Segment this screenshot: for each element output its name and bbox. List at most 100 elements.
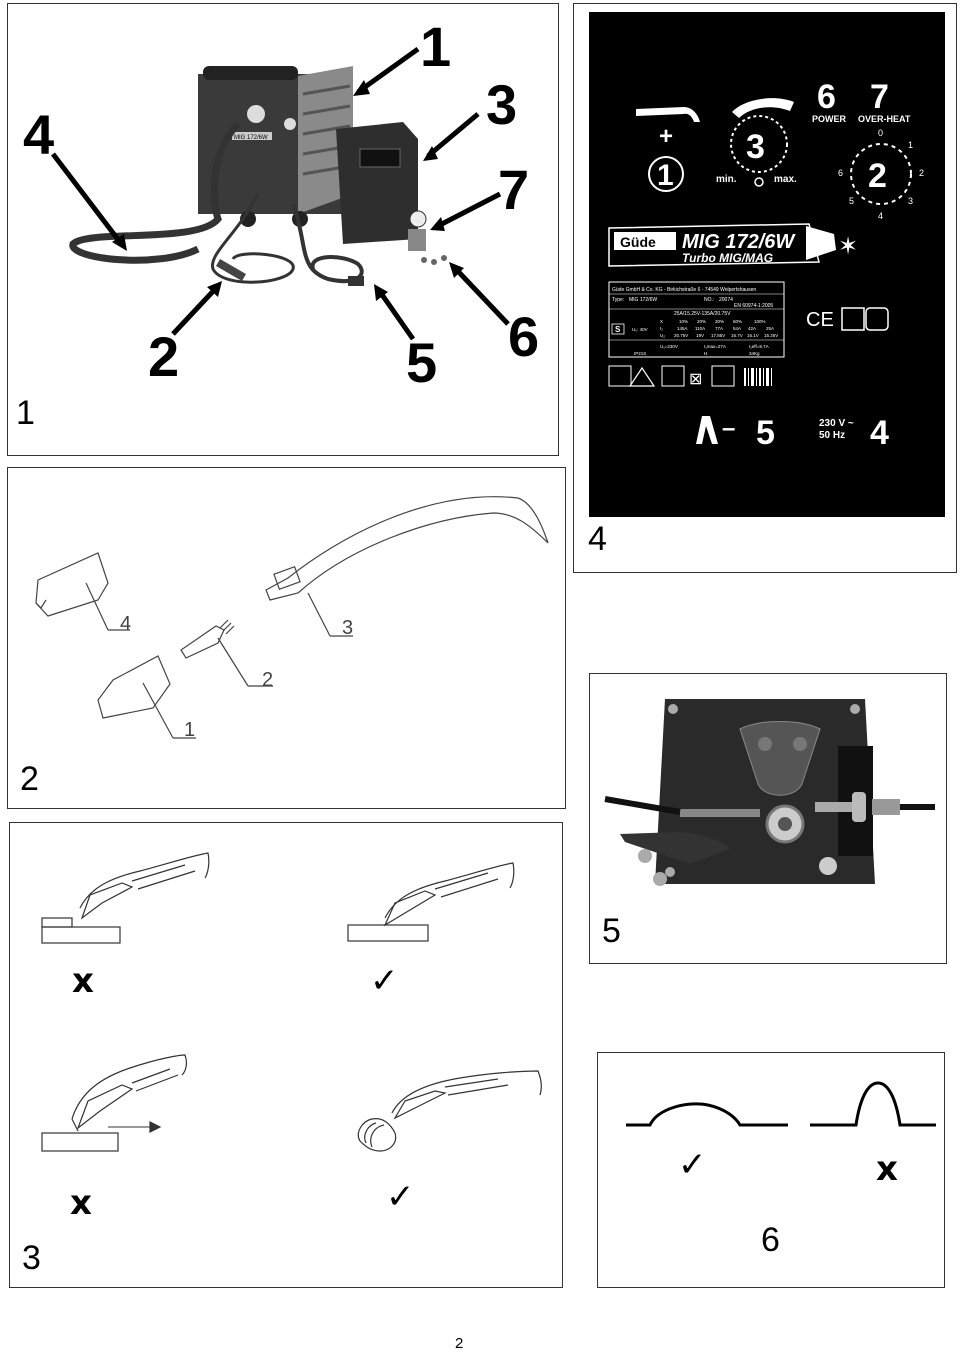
svg-text:10%: 10% [679, 319, 688, 324]
recycling-mark-icon [865, 307, 889, 331]
svg-text:I₂: I₂ [660, 326, 663, 331]
torch-position-wrong-2 [41, 1054, 188, 1152]
ground-cable [211, 193, 295, 284]
svg-text:Type:: Type: [612, 297, 624, 303]
safety-mark-icon [841, 307, 865, 331]
svg-text:1: 1 [908, 140, 913, 150]
torch-position-correct-1 [347, 862, 515, 942]
wire-speed-icon [754, 177, 764, 187]
svg-text:OVER-HEAT: OVER-HEAT [858, 114, 911, 124]
svg-text:U₂: U₂ [660, 333, 665, 338]
svg-text:min.: min. [716, 174, 737, 185]
welding-helmet [336, 122, 418, 244]
page-number: 2 [455, 1335, 464, 1352]
manual-icon [608, 365, 632, 387]
figure-5-number: 5 [602, 912, 621, 950]
figure-6-number: 6 [761, 1221, 780, 1259]
part-3-torch-neck [265, 496, 549, 601]
regulator-gauge [409, 210, 427, 228]
figure-6-weld-bead-profiles [626, 1081, 936, 1127]
part-label-4: 4 [120, 613, 131, 635]
svg-text:MIG 172/6W: MIG 172/6W [234, 135, 268, 141]
figure-4-front-panel: + 1 3 min. max. 6 POWER 7 OVER-HEAT 2 0 … [589, 12, 945, 517]
figure-2-torch-parts: 4 1 2 3 [35, 496, 549, 741]
svg-text:110A: 110A [695, 326, 705, 331]
svg-text:0: 0 [878, 128, 883, 138]
figure-3-torch-angles [41, 852, 542, 1152]
svg-text:230 V ~: 230 V ~ [819, 418, 854, 429]
svg-text:30%: 30% [715, 319, 724, 324]
figure-1-illustration: MIG 172/6W 1 2 3 [23, 15, 539, 394]
figure-6-box: ✓ x 6 [597, 1052, 945, 1288]
svg-text:7: 7 [870, 78, 889, 116]
svg-text:I₁max=27A: I₁max=27A [704, 344, 726, 349]
svg-text:19V: 19V [696, 333, 704, 338]
svg-text:50 Hz: 50 Hz [819, 430, 845, 441]
brand-logo: Güde [620, 234, 656, 250]
book-icon [661, 365, 685, 387]
svg-text:54A: 54A [733, 326, 741, 331]
torch-icon [636, 107, 700, 122]
svg-text:X: X [660, 319, 663, 324]
figure-1-number: 1 [16, 394, 35, 432]
svg-text:16.7V: 16.7V [731, 333, 743, 338]
tension-lever [620, 832, 730, 864]
mark-wrong-1: x [72, 961, 94, 1001]
ground-clamp-icon [696, 416, 718, 444]
svg-text:Güde GmbH & Co. KG - Birkichst: Güde GmbH & Co. KG - Birkichstraße 6 - 7… [612, 287, 756, 293]
svg-text:2: 2 [919, 168, 924, 178]
no-dispose-icon: ⊠ [689, 371, 702, 388]
svg-text:6: 6 [838, 168, 843, 178]
ce-mark: CE [806, 309, 834, 331]
svg-text:U₁=230V: U₁=230V [660, 344, 678, 349]
svg-text:20%: 20% [697, 319, 706, 324]
figure-3-number: 3 [22, 1239, 41, 1277]
svg-text:3: 3 [908, 196, 913, 206]
figure-2-box: 4 1 2 3 2 [7, 467, 566, 809]
knob-range-arc [732, 98, 794, 118]
svg-text:20074: 20074 [719, 297, 733, 303]
svg-text:5: 5 [756, 414, 775, 452]
svg-text:–: – [722, 415, 735, 442]
figure-1-box: MIG 172/6W 1 2 3 [7, 3, 559, 456]
svg-text:U₀: 40V: U₀: 40V [632, 327, 648, 332]
callout-6: 6 [508, 305, 539, 368]
umbrella-icon [711, 365, 735, 387]
svg-text:4: 4 [878, 211, 883, 221]
svg-text:1: 1 [657, 159, 674, 192]
torch-position-correct-2 [357, 1070, 542, 1152]
svg-text:17.85V: 17.85V [711, 333, 725, 338]
svg-text:4: 4 [870, 414, 889, 452]
callout-2: 2 [148, 325, 179, 388]
svg-text:25A: 25A [766, 326, 774, 331]
figure-2-number: 2 [20, 760, 39, 798]
figure-3-box: x ✓ x ✓ 3 [9, 822, 563, 1288]
svg-text:145A: 145A [677, 326, 688, 331]
mark-wrong-2: x [70, 1183, 92, 1223]
model-subtitle: Turbo MIG/MAG [682, 251, 773, 265]
callout-1: 1 [420, 15, 451, 78]
mark-bead-correct: ✓ [678, 1145, 707, 1185]
torch-cable [69, 121, 241, 264]
weld-bead-wrong [810, 1081, 936, 1127]
svg-text:EN 60974-1:2005: EN 60974-1:2005 [734, 303, 773, 309]
mark-correct-1: ✓ [370, 961, 399, 1001]
svg-text:16.1V: 16.1V [747, 333, 759, 338]
svg-text:3: 3 [746, 128, 765, 166]
svg-text:H: H [704, 351, 707, 356]
mark-correct-2: ✓ [386, 1177, 415, 1217]
part-label-3: 3 [342, 617, 353, 639]
svg-text:34Kg: 34Kg [749, 351, 760, 356]
figure-4-number: 4 [588, 520, 607, 558]
welder-handle [203, 66, 298, 80]
svg-text:I₁eff=9.7A: I₁eff=9.7A [749, 344, 769, 349]
figure-5-box: 5 [589, 673, 947, 964]
callout-4: 4 [23, 103, 54, 166]
weld-bead-correct [626, 1102, 788, 1127]
svg-text:max.: max. [774, 174, 797, 185]
warning-icon [628, 366, 656, 387]
callout-7: 7 [498, 158, 529, 221]
svg-text:20.75V: 20.75V [674, 333, 688, 338]
figure-4-box: + 1 3 min. max. 6 POWER 7 OVER-HEAT 2 0 … [573, 3, 957, 573]
torch-position-wrong-1 [41, 852, 210, 944]
